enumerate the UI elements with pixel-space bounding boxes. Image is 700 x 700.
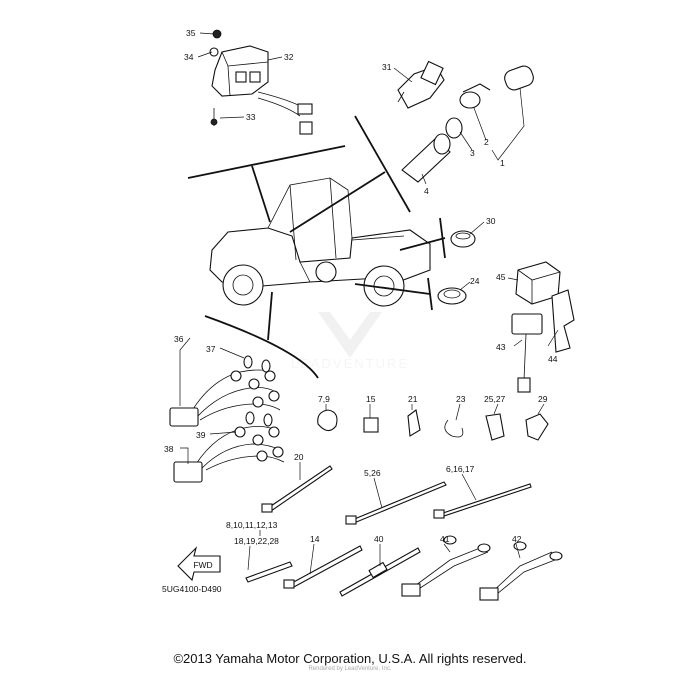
copyright-footer: ©2013 Yamaha Motor Corporation, U.S.A. A… <box>173 651 527 666</box>
part-30-grommet <box>450 230 476 248</box>
callout-3: 3 <box>470 148 475 158</box>
part-44-bracket <box>551 289 575 353</box>
callout-40: 40 <box>374 534 384 544</box>
leader-brackets <box>187 115 446 379</box>
callout-36: 36 <box>174 334 184 344</box>
cable-ties <box>245 465 532 589</box>
parts-36-39-harness <box>169 355 285 483</box>
callout-8-13: 8,10,11,12,13 <box>226 520 278 530</box>
callout-35: 35 <box>186 28 196 38</box>
parts-40-42-leads <box>339 535 563 601</box>
callout-1: 1 <box>500 158 505 168</box>
callout-25-27: 25,27 <box>484 394 506 404</box>
callout-44: 44 <box>548 354 558 364</box>
callout-6-16-17: 6,16,17 <box>446 464 475 474</box>
credit-text: Rendered by LeadVenture, Inc. <box>308 666 392 672</box>
callout-14: 14 <box>310 534 320 544</box>
callout-15: 15 <box>366 394 376 404</box>
callout-23: 23 <box>456 394 466 404</box>
callout-31: 31 <box>382 62 392 72</box>
callout-leaders <box>179 32 559 575</box>
callout-24: 24 <box>470 276 480 286</box>
callout-7-9: 7,9 <box>318 394 330 404</box>
callout-39: 39 <box>196 430 206 440</box>
callout-29: 29 <box>538 394 548 404</box>
callout-43: 43 <box>496 342 506 352</box>
fwd-arrow-icon: FWD <box>177 546 221 582</box>
callout-18-28: 18,19,22,28 <box>234 536 279 546</box>
watermark-text: LEADVENTURE <box>291 356 409 371</box>
callout-30: 30 <box>486 216 496 226</box>
part-32-switch <box>209 29 313 135</box>
callout-42: 42 <box>512 534 522 544</box>
vehicle-illustration <box>209 177 431 307</box>
watermark-logo: LEADVENTURE <box>291 312 409 371</box>
part-43-harness <box>511 313 543 393</box>
drawing-code: 5UG4100-D490 <box>162 584 222 594</box>
callout-20: 20 <box>294 452 304 462</box>
callout-45: 45 <box>496 272 506 282</box>
fwd-label: FWD <box>193 560 212 570</box>
callout-32: 32 <box>284 52 294 62</box>
callout-38: 38 <box>164 444 174 454</box>
callout-21: 21 <box>408 394 418 404</box>
callout-34: 34 <box>184 52 194 62</box>
callout-41: 41 <box>440 534 450 544</box>
callout-2: 2 <box>484 137 489 147</box>
callout-37: 37 <box>206 344 216 354</box>
clips-row <box>317 409 549 441</box>
callouts: 35 34 32 33 31 2 3 1 4 30 24 45 43 44 36… <box>162 28 558 594</box>
callout-33: 33 <box>246 112 256 122</box>
callout-4: 4 <box>424 186 429 196</box>
part-24-grommet <box>437 287 467 305</box>
parts-31-1-4-sockets <box>397 60 534 183</box>
callout-5-26: 5,26 <box>364 468 381 478</box>
